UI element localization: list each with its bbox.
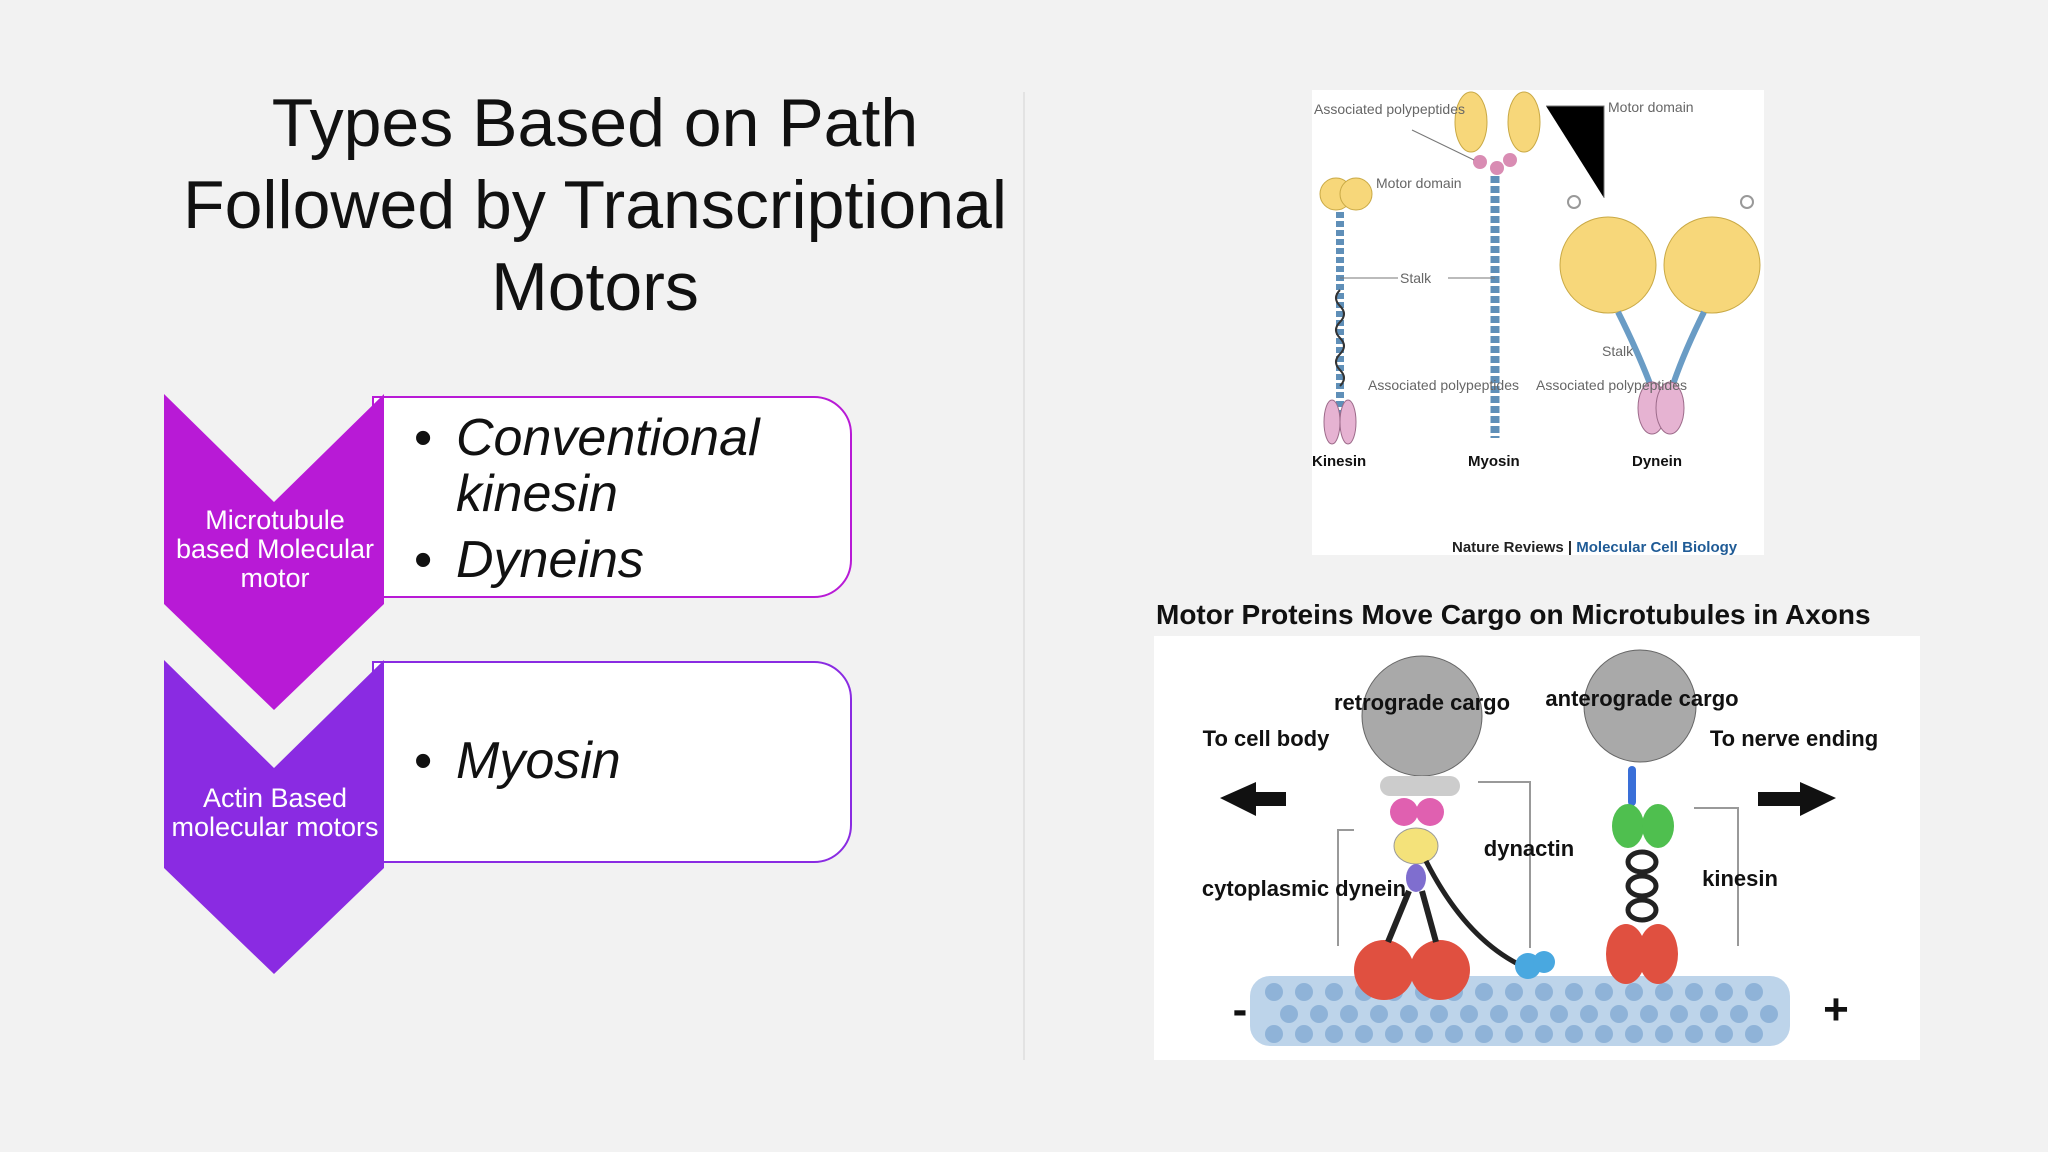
kinesin-label: kinesin <box>1702 866 1778 891</box>
vertical-divider <box>1023 92 1025 1060</box>
motor-proteins-figure: Associated polypeptides Motor domain Mot… <box>1312 90 1764 555</box>
chevron-label-2: Actin Based molecular motors <box>171 783 379 842</box>
kinesin-motor <box>1606 766 1678 984</box>
retro-cargo-label: retrograde cargo <box>1334 690 1510 715</box>
figure-credit: Nature Reviews | Molecular Cell Biology <box>1452 539 1738 555</box>
chevron-shapes <box>164 394 384 974</box>
cytoplasmic-dynein-label: cytoplasmic dynein <box>1202 876 1406 901</box>
axon-transport-figure-title: Motor Proteins Move Cargo on Microtubule… <box>1156 599 1871 630</box>
label-assoc-poly-left: Associated polypeptides <box>1368 377 1519 393</box>
label-assoc-poly-top: Associated polypeptides <box>1314 101 1465 117</box>
label-stalk-right: Stalk <box>1602 343 1634 359</box>
to-nerve-ending-label: To nerve ending <box>1710 726 1878 751</box>
chevron-label-1: Microtubule based Molecular motor <box>175 505 375 593</box>
antero-cargo-label: anterograde cargo <box>1545 686 1738 711</box>
dynein-structure <box>1559 195 1761 435</box>
axon-transport-figure: retrograde cargo anterograde cargo To ce… <box>1154 636 1920 1060</box>
dynactin-complex <box>1354 776 1555 1000</box>
chevron-1 <box>164 394 384 710</box>
bullet-list-2: Myosin <box>414 733 834 789</box>
kinesin-structure <box>1319 177 1373 445</box>
label-kinesin: Kinesin <box>1312 453 1366 470</box>
retrograde-cargo-icon <box>1361 655 1483 777</box>
chevron-2 <box>164 660 384 974</box>
plus-end-label: + <box>1823 985 1849 1034</box>
process-box-2: Myosin <box>372 661 852 863</box>
dynactin-label: dynactin <box>1484 836 1574 861</box>
to-cell-body-label: To cell body <box>1203 726 1330 751</box>
minus-end-label: - <box>1233 985 1248 1034</box>
bullet-item: Myosin <box>414 733 834 789</box>
label-motor-domain-right: Motor domain <box>1608 99 1694 115</box>
slide-title: Types Based on Path Followed by Transcri… <box>183 85 1007 325</box>
label-stalk-mid: Stalk <box>1400 270 1432 286</box>
label-myosin: Myosin <box>1468 453 1520 470</box>
label-assoc-poly-right: Associated polypeptides <box>1536 377 1687 393</box>
bullet-list-1: Conventional kinesin Dyneins <box>414 410 834 588</box>
label-dynein: Dynein <box>1632 453 1682 470</box>
myosin-structure <box>1454 91 1541 438</box>
anterograde-cargo-icon <box>1583 649 1697 763</box>
bullet-item: Dyneins <box>414 532 834 588</box>
left-arrow-icon <box>1220 782 1286 816</box>
process-box-1: Conventional kinesin Dyneins <box>372 396 852 598</box>
label-motor-domain-left: Motor domain <box>1376 175 1462 191</box>
right-arrow-icon <box>1758 782 1836 816</box>
bullet-item: Conventional kinesin <box>414 410 834 522</box>
